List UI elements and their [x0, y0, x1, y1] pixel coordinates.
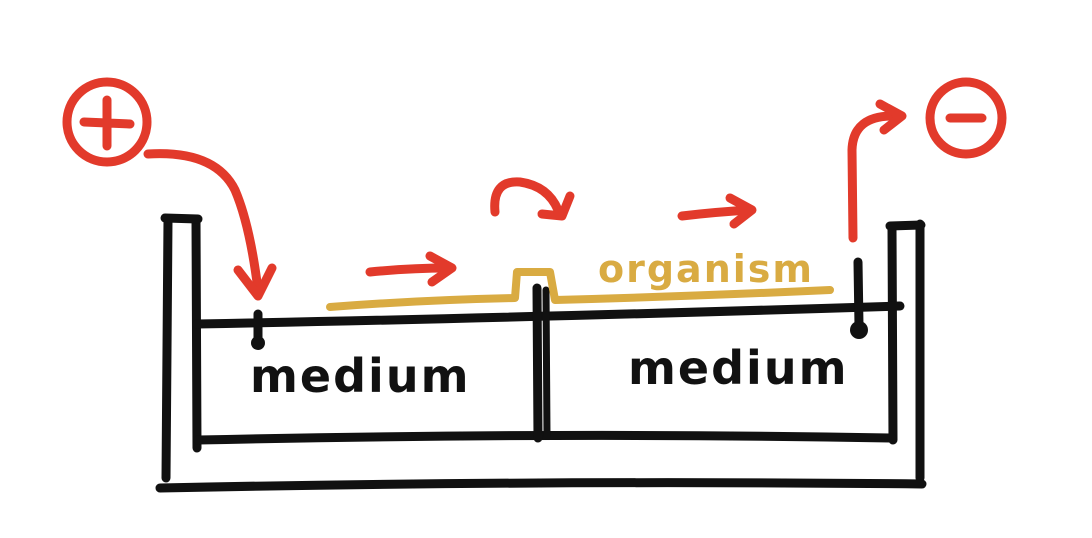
medium-floor — [193, 430, 897, 445]
curved-arrow-icon — [490, 177, 563, 217]
negative-terminal: − — [0, 0, 1007, 159]
plus-glyph — [79, 95, 135, 151]
tank-right-cap — [885, 220, 926, 231]
central-divider-inner — [542, 286, 551, 440]
tank-right-inner-wall — [887, 223, 898, 445]
tank-bottom — [155, 478, 927, 493]
organism-layer — [326, 268, 834, 311]
tank — [155, 213, 927, 493]
arrow-head-to-negative — [875, 99, 907, 135]
right-electrode-post — [853, 257, 864, 331]
right-electrode-dot — [850, 321, 868, 339]
plus-circle-icon — [62, 77, 152, 167]
positive-terminal: + — [0, 0, 152, 167]
central-divider — [532, 283, 543, 443]
curved-arrow-icon — [143, 149, 263, 295]
right-medium-label: medium — [628, 341, 849, 395]
tank-left-cap — [160, 213, 203, 224]
organism-label: organism — [598, 247, 814, 291]
arrow-head-right-2 — [725, 193, 757, 229]
current-arrows — [143, 99, 907, 301]
arrow-right-icon — [365, 263, 455, 277]
arrow-head-down-left — [233, 263, 277, 301]
arrow-head-arc — [537, 191, 575, 221]
left-medium-label: medium — [250, 349, 471, 403]
left-electrode-dot — [251, 336, 265, 350]
organism-strip — [326, 268, 834, 311]
positive-label: + — [0, 0, 1, 1]
tank-left-outer-wall — [161, 215, 173, 483]
tank-left-inner-wall — [191, 215, 202, 453]
arrow-head-right-1 — [425, 251, 457, 287]
minus-circle-icon — [925, 77, 1007, 159]
negative-label: − — [0, 0, 1, 1]
curved-arrow-icon — [847, 111, 900, 243]
